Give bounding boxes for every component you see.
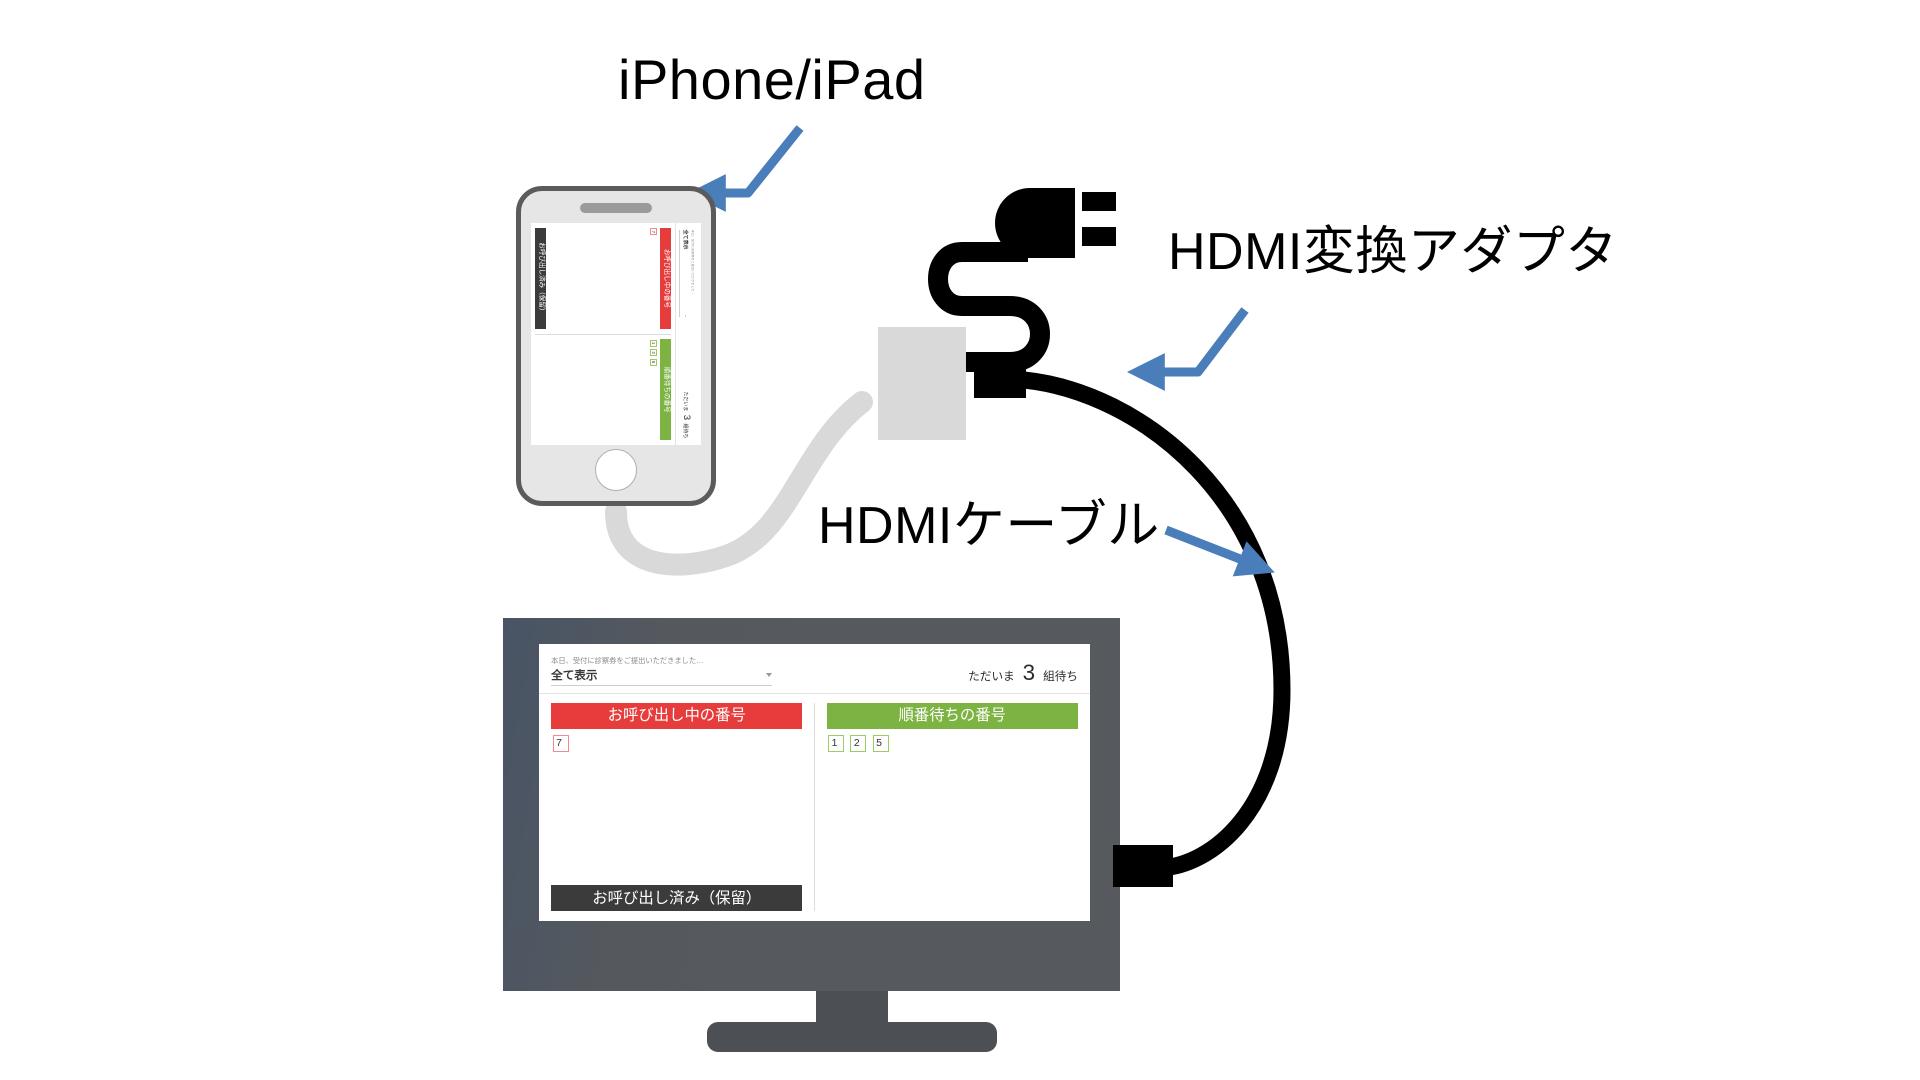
iphone-device: 本日、受付に診察券をご提出いただきました… 全て表示 ただいま 3 組待ち: [516, 186, 716, 506]
calling-heading: お呼び出し中の番号: [659, 227, 672, 329]
waiting-prefix: ただいま: [681, 391, 687, 412]
arrow-to-device: [688, 125, 804, 212]
monitor-screen: 本日、受付に診察券をご提出いただきました… 全て表示 ただいま 3 組待ち: [539, 644, 1090, 921]
held-block: お呼び出し済み（保留）: [551, 885, 803, 917]
hdmi-plug-icon-adapter: [974, 361, 1026, 398]
arrow-to-cable: [1164, 525, 1275, 577]
waiting-body: [534, 339, 650, 441]
waiting-heading: 順番待ちの番号: [659, 339, 672, 441]
ticket[interactable]: 5: [649, 358, 658, 366]
ticket[interactable]: 1: [828, 734, 845, 753]
waiting-count: 3: [1022, 659, 1036, 685]
calling-body: [551, 752, 803, 886]
waiting-count: 3: [680, 414, 692, 421]
chevron-down-icon: [766, 673, 773, 678]
hdmi-plug-icon-monitor: [1113, 845, 1173, 887]
calling-heading: お呼び出し中の番号: [551, 702, 803, 729]
monitor-device: 本日、受付に診察券をご提出いただきました… 全て表示 ただいま 3 組待ち: [503, 618, 1120, 991]
phone-app-rotated: 本日、受付に診察券をご提出いただきました… 全て表示 ただいま 3 組待ち: [531, 223, 701, 445]
chevron-down-icon: [684, 315, 686, 318]
calling-body: [546, 227, 650, 329]
calling-column: お呼び出し中の番号 7 お呼び出し済み（保留）: [532, 227, 672, 335]
label-device: iPhone/iPad: [618, 48, 926, 111]
ticket[interactable]: 5: [872, 734, 889, 753]
filter-group[interactable]: 本日、受付に診察券をご提出いただきました… 全て表示: [678, 229, 695, 318]
waiting-suffix: 組待ち: [1043, 669, 1078, 683]
held-body: [532, 227, 535, 329]
filter-select[interactable]: 全て表示: [678, 229, 689, 318]
arrow-to-adapter: [1127, 307, 1249, 391]
filter-select-value: 全て表示: [551, 669, 598, 683]
ticket[interactable]: 2: [850, 734, 867, 753]
ticket[interactable]: 1: [649, 339, 658, 347]
queue-app-monitor: 本日、受付に診察券をご提出いただきました… 全て表示 ただいま 3 組待ち: [539, 644, 1090, 921]
app-topbar: 本日、受付に診察券をご提出いただきました… 全て表示 ただいま 3 組待ち: [674, 223, 701, 445]
held-block: お呼び出し済み（保留）: [532, 227, 547, 329]
waiting-summary: ただいま 3 組待ち: [968, 659, 1078, 686]
label-hdmi-cable: HDMIケーブル: [818, 497, 1160, 555]
held-heading: お呼び出し済み（保留）: [551, 885, 803, 912]
monitor-neck: [816, 991, 888, 1027]
earpiece-speaker-icon: [580, 203, 652, 213]
phone-screen: 本日、受付に診察券をご提出いただきました… 全て表示 ただいま 3 組待ち: [531, 223, 701, 445]
calling-ticket-list: 7: [551, 729, 802, 753]
waiting-summary: ただいま 3 組待ち: [679, 391, 692, 439]
ticket[interactable]: 7: [649, 228, 658, 236]
waiting-body: [826, 752, 1078, 912]
calling-ticket-list: 7: [649, 228, 660, 329]
waiting-suffix: 組待ち: [681, 423, 687, 439]
home-button-icon[interactable]: [595, 449, 637, 491]
hdmi-adapter-body: [878, 327, 966, 440]
waiting-prefix: ただいま: [968, 669, 1015, 683]
held-heading: お呼び出し済み（保留）: [534, 227, 547, 329]
held-body: [551, 911, 803, 917]
queue-app-phone: 本日、受付に診察券をご提出いただきました… 全て表示 ただいま 3 組待ち: [531, 223, 701, 445]
ticket[interactable]: 7: [552, 734, 569, 753]
plug-pin-bottom: [1082, 227, 1116, 246]
ticket[interactable]: 2: [649, 349, 658, 357]
filter-note: 本日、受付に診察券をご提出いただきました…: [691, 229, 695, 295]
label-hdmi-adapter: HDMI変換アダプタ: [1168, 223, 1618, 281]
plug-pin-top: [1082, 192, 1116, 211]
filter-note: 本日、受付に診察券をご提出いただきました…: [551, 657, 704, 666]
app-topbar: 本日、受付に診察券をご提出いただきました… 全て表示 ただいま 3 組待ち: [539, 644, 1090, 694]
power-plug-icon: [995, 188, 1075, 258]
waiting-heading: 順番待ちの番号: [826, 702, 1078, 729]
filter-select[interactable]: 全て表示: [551, 667, 773, 687]
filter-select-value: 全て表示: [681, 229, 687, 250]
calling-column: お呼び出し中の番号 7 お呼び出し済み（保留）: [551, 702, 815, 917]
filter-group[interactable]: 本日、受付に診察券をご提出いただきました… 全て表示: [551, 657, 773, 687]
monitor-base: [707, 1022, 997, 1052]
